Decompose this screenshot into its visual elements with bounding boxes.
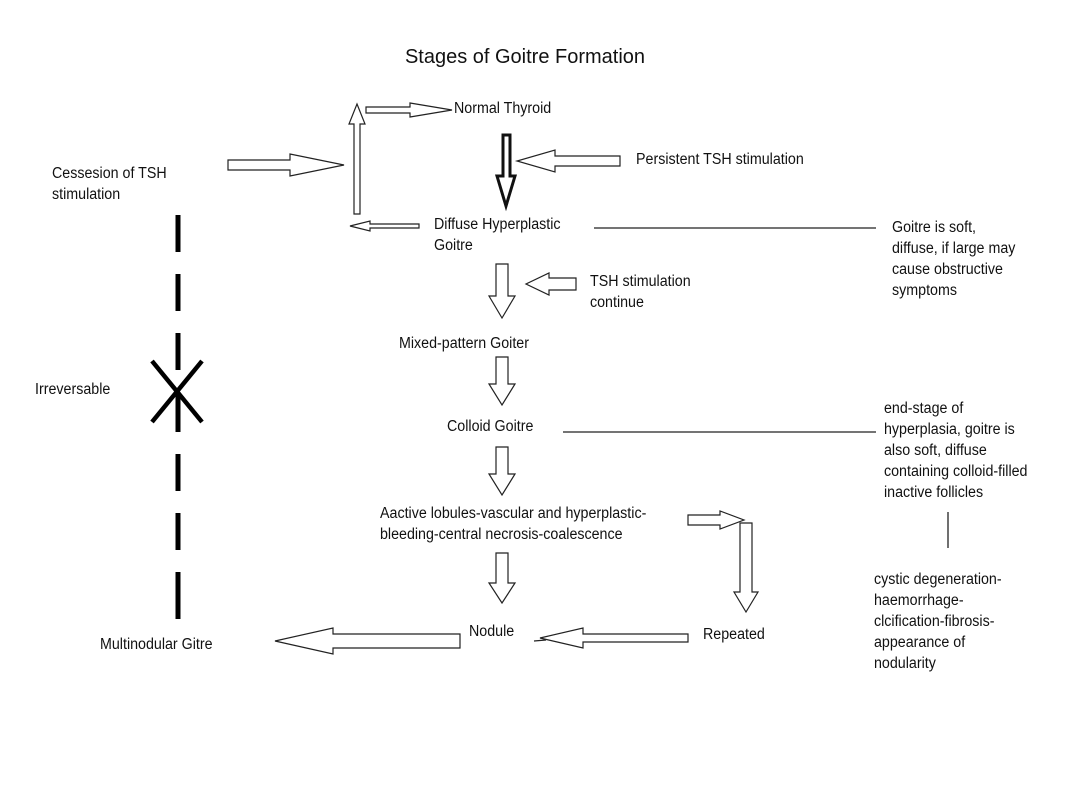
stage-normal-thyroid: Normal Thyroid xyxy=(454,100,552,117)
arrow-tsh-continue xyxy=(524,272,577,296)
stage-multinodular: Multinodular Gitre xyxy=(100,636,213,653)
arrow-down-active-nodule xyxy=(487,552,517,605)
note-nodularity: cystic degeneration- haemorrhage- clcifi… xyxy=(874,571,1002,672)
arrow-down-diffuse-mixed xyxy=(487,263,517,320)
stage-repeated: Repeated xyxy=(703,626,765,643)
stage-mixed-pattern: Mixed-pattern Goiter xyxy=(399,335,529,352)
note-colloid-goitre: end-stage of hyperplasia, goitre is also… xyxy=(884,400,1028,501)
diagram-title: Stages of Goitre Formation xyxy=(404,46,646,68)
arrow-down-mixed-colloid xyxy=(487,356,517,407)
label-irreversible: Irreversable xyxy=(35,381,111,398)
stage-active-lobules: Aactive lobules-vascular and hyperplasti… xyxy=(380,505,647,543)
arrow-repeated-to-nodule xyxy=(539,627,689,649)
arrow-left-from-diffuse xyxy=(349,220,420,232)
label-persistent-tsh: Persistent TSH stimulation xyxy=(636,151,804,168)
arrow-active-to-loop xyxy=(687,510,746,530)
arrow-to-normal-thyroid xyxy=(365,102,453,118)
line-nodule-join xyxy=(533,639,547,642)
stage-diffuse-hyperplastic: Diffuse Hyperplastic Goitre xyxy=(434,216,561,254)
arrow-normal-to-diffuse xyxy=(494,133,518,212)
arrow-persistent xyxy=(514,149,621,173)
arrow-up-return xyxy=(348,102,366,215)
stage-nodule: Nodule xyxy=(469,623,515,640)
arrow-down-to-repeated xyxy=(732,522,760,614)
stage-colloid-goitre: Colloid Goitre xyxy=(447,418,534,435)
arrow-cessation xyxy=(227,153,345,177)
note-diffuse-goitre: Goitre is soft, diffuse, if large may ca… xyxy=(892,219,1016,299)
irreversible-x-mark xyxy=(150,359,204,424)
arrow-down-colloid-active xyxy=(487,446,517,497)
label-tsh-continue: TSH stimulation continue xyxy=(590,273,691,311)
label-cessation: Cessesion of TSH stimulation xyxy=(52,165,167,203)
arrow-nodule-to-multinodular xyxy=(274,627,461,655)
